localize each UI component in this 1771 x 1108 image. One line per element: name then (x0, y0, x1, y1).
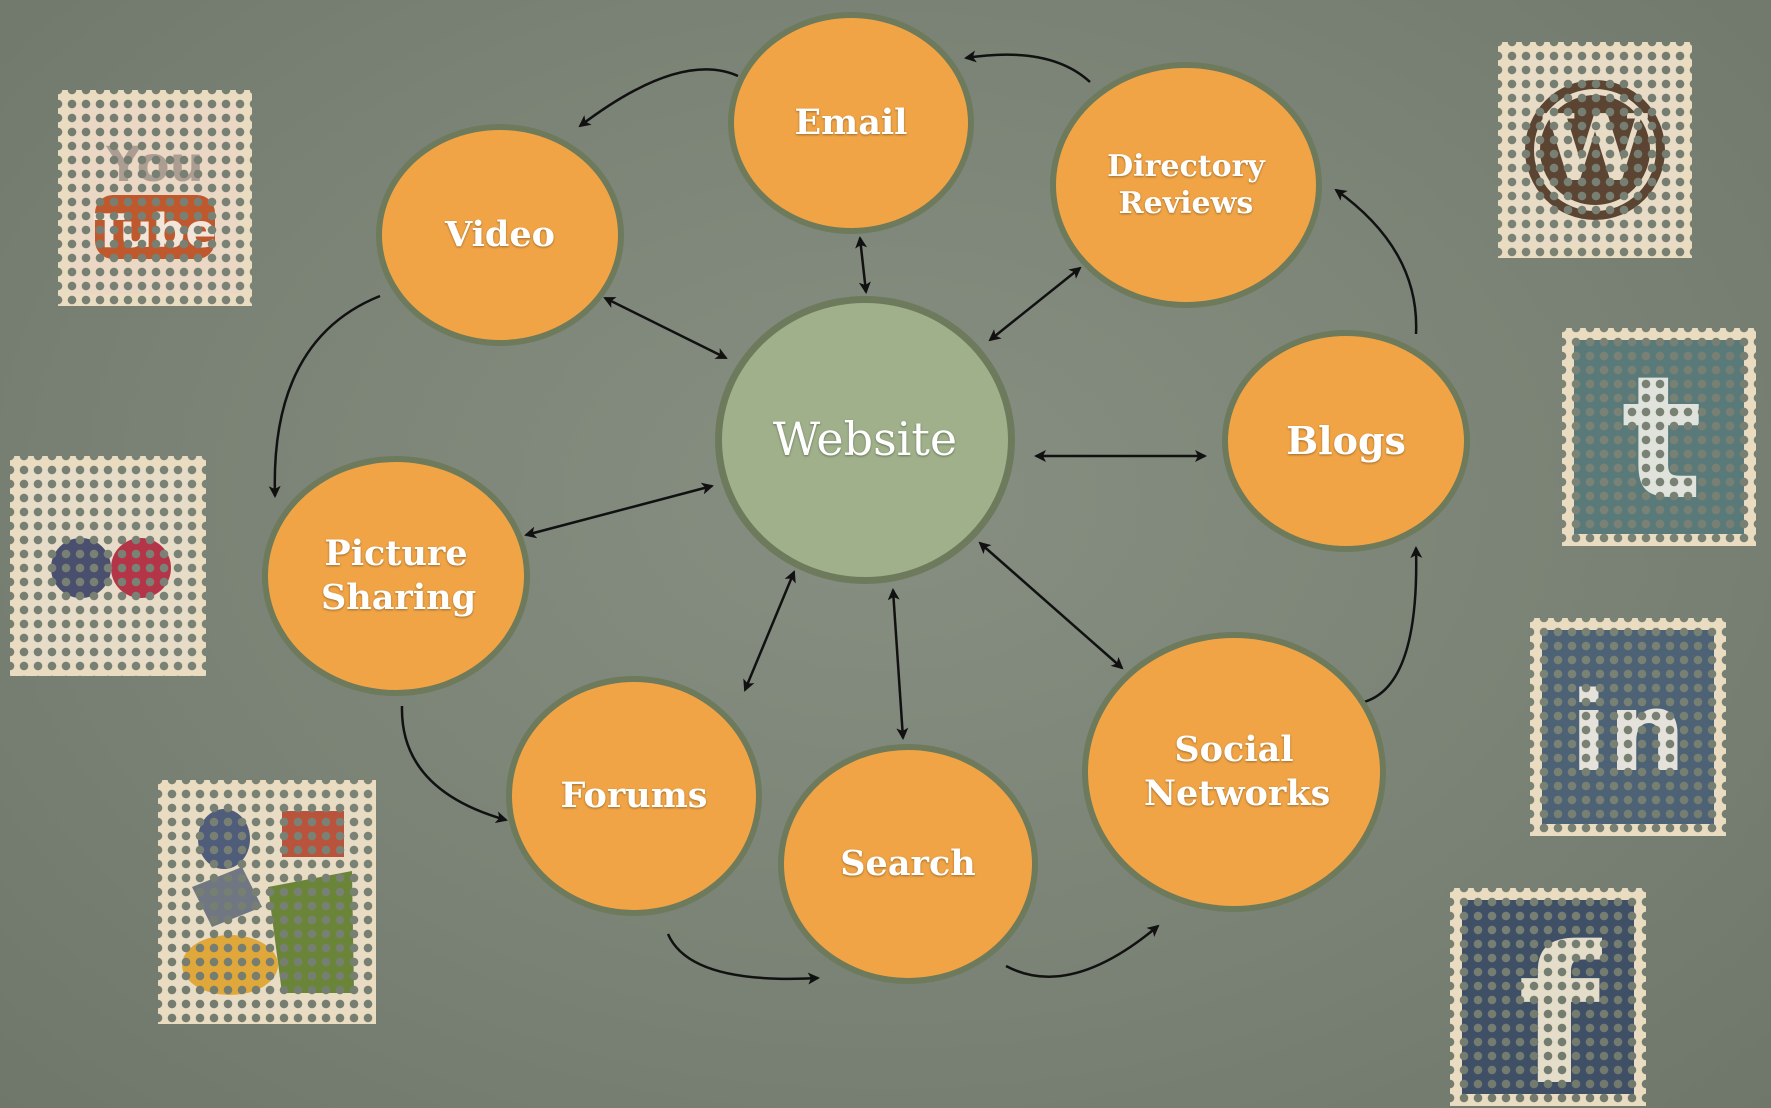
spoke-search (887, 588, 909, 740)
curve-forums-search (666, 933, 820, 985)
facebook-icon: f (1518, 907, 1603, 1087)
twitter-icon: t (1621, 357, 1702, 517)
google-stamp (158, 780, 376, 1024)
curve-search-social (1005, 924, 1160, 978)
picture-sharing-node-label: Picture Sharing (321, 533, 477, 618)
spoke-email (855, 236, 871, 294)
curve-social-blogs (1351, 546, 1423, 706)
linkedin-icon: in (1570, 668, 1686, 796)
email-node: Email (728, 12, 974, 234)
wordpress-stamp: W (1498, 42, 1692, 258)
picture-sharing-node: Picture Sharing (262, 456, 530, 696)
curve-directory-email (964, 50, 1091, 83)
google-icon (182, 809, 354, 995)
forums-node: Forums (506, 676, 762, 916)
website-node: Website (715, 296, 1015, 584)
website-node-label: Website (772, 412, 958, 467)
youtube-stamp: You Tube (58, 90, 252, 306)
social-networks-node: Social Networks (1082, 632, 1386, 912)
spoke-social (978, 541, 1124, 670)
svg-text:Tube: Tube (93, 204, 216, 258)
curve-video-picture (268, 294, 381, 498)
search-node: Search (778, 744, 1038, 984)
flickr-icon (51, 538, 171, 598)
social-networks-node-label: Social Networks (1144, 729, 1331, 814)
svg-text:in: in (1570, 668, 1686, 796)
curve-picture-forums (400, 705, 508, 824)
spoke-picture (524, 482, 714, 539)
curve-blogs-directory (1334, 188, 1418, 335)
spoke-video (603, 296, 728, 360)
svg-text:You: You (105, 137, 204, 193)
spoke-forums (743, 570, 796, 692)
video-node: Video (376, 124, 624, 346)
svg-text:W: W (1542, 94, 1648, 202)
email-node-label: Email (794, 102, 908, 144)
twitter-stamp: t (1562, 328, 1756, 546)
facebook-stamp: f (1450, 888, 1646, 1106)
directory-reviews-node-label: Directory Reviews (1107, 148, 1265, 222)
spoke-directory (988, 266, 1082, 342)
linkedin-stamp: in (1530, 618, 1726, 836)
curve-email-video (578, 68, 739, 128)
youtube-icon: You Tube (93, 137, 217, 259)
forums-node-label: Forums (560, 775, 708, 817)
search-node-label: Search (840, 843, 976, 885)
wordpress-icon: W (1525, 80, 1665, 220)
svg-text:t: t (1621, 357, 1702, 517)
blogs-node: Blogs (1222, 330, 1470, 552)
svg-text:f: f (1518, 907, 1603, 1087)
directory-reviews-node: Directory Reviews (1050, 62, 1322, 308)
flickr-stamp (10, 456, 206, 676)
video-node-label: Video (445, 214, 555, 256)
blogs-node-label: Blogs (1286, 418, 1406, 464)
